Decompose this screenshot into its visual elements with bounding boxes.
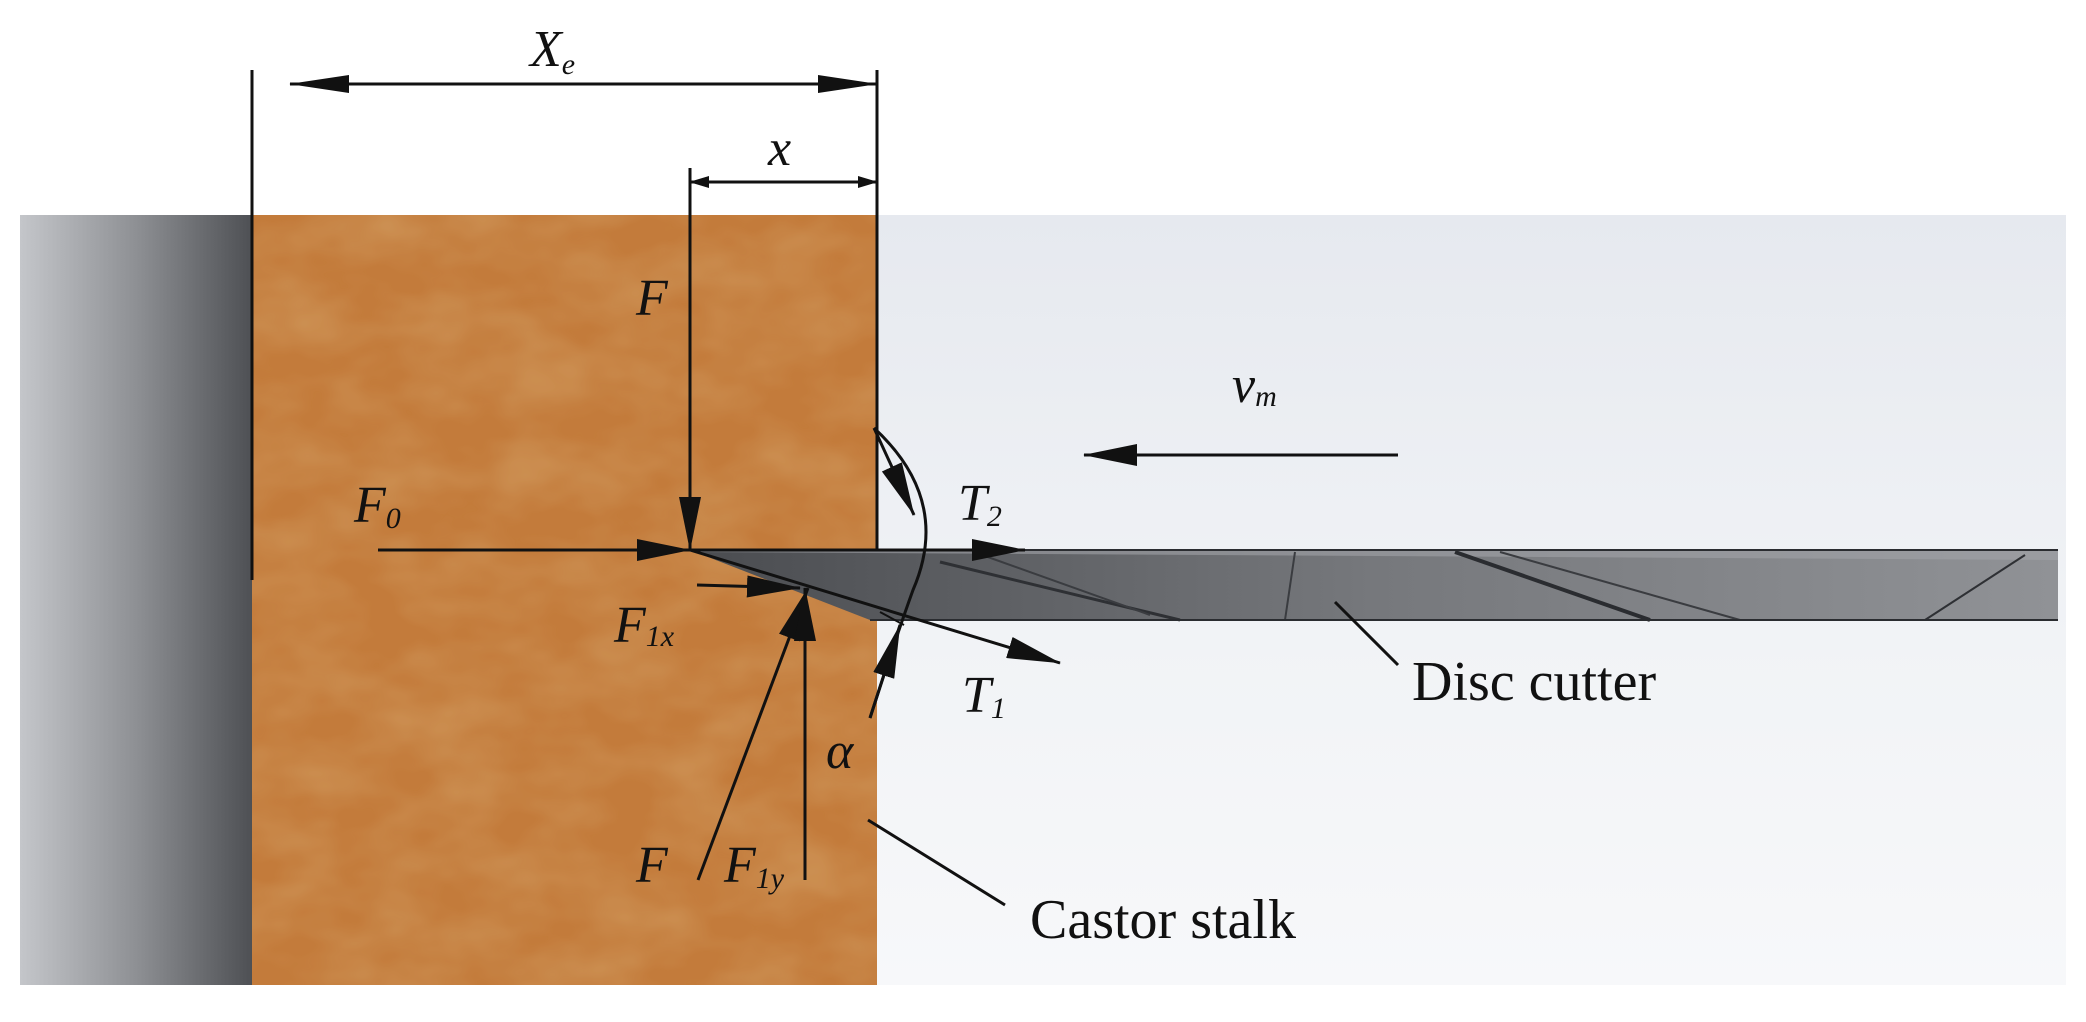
f-top-symbol: F bbox=[635, 270, 669, 327]
castor-stalk-body bbox=[252, 215, 877, 985]
vm-symbol: vm bbox=[1232, 357, 1277, 414]
leader-lines bbox=[867, 600, 1400, 907]
disc-cutter-label: Disc cutter bbox=[1412, 651, 1656, 713]
grey-wall bbox=[20, 215, 252, 985]
alpha-symbol: α bbox=[826, 723, 855, 780]
f-bottom-symbol: F bbox=[635, 837, 669, 894]
f1y-symbol: F1y bbox=[723, 837, 785, 895]
disc-cutter bbox=[690, 549, 2058, 622]
force-t1-arrow bbox=[689, 548, 1061, 665]
force-f-diagonal-arrow bbox=[696, 587, 810, 881]
x-symbol: x bbox=[767, 120, 791, 177]
t1-symbol: T1 bbox=[962, 667, 1006, 725]
castor-stalk-label: Castor stalk bbox=[1030, 889, 1296, 951]
t2-symbol: T2 bbox=[958, 475, 1002, 533]
f1x-symbol: F1x bbox=[613, 597, 675, 654]
force-arrows bbox=[378, 168, 1398, 881]
f0-symbol: F0 bbox=[353, 477, 401, 535]
xe-symbol: Xe bbox=[528, 21, 575, 81]
